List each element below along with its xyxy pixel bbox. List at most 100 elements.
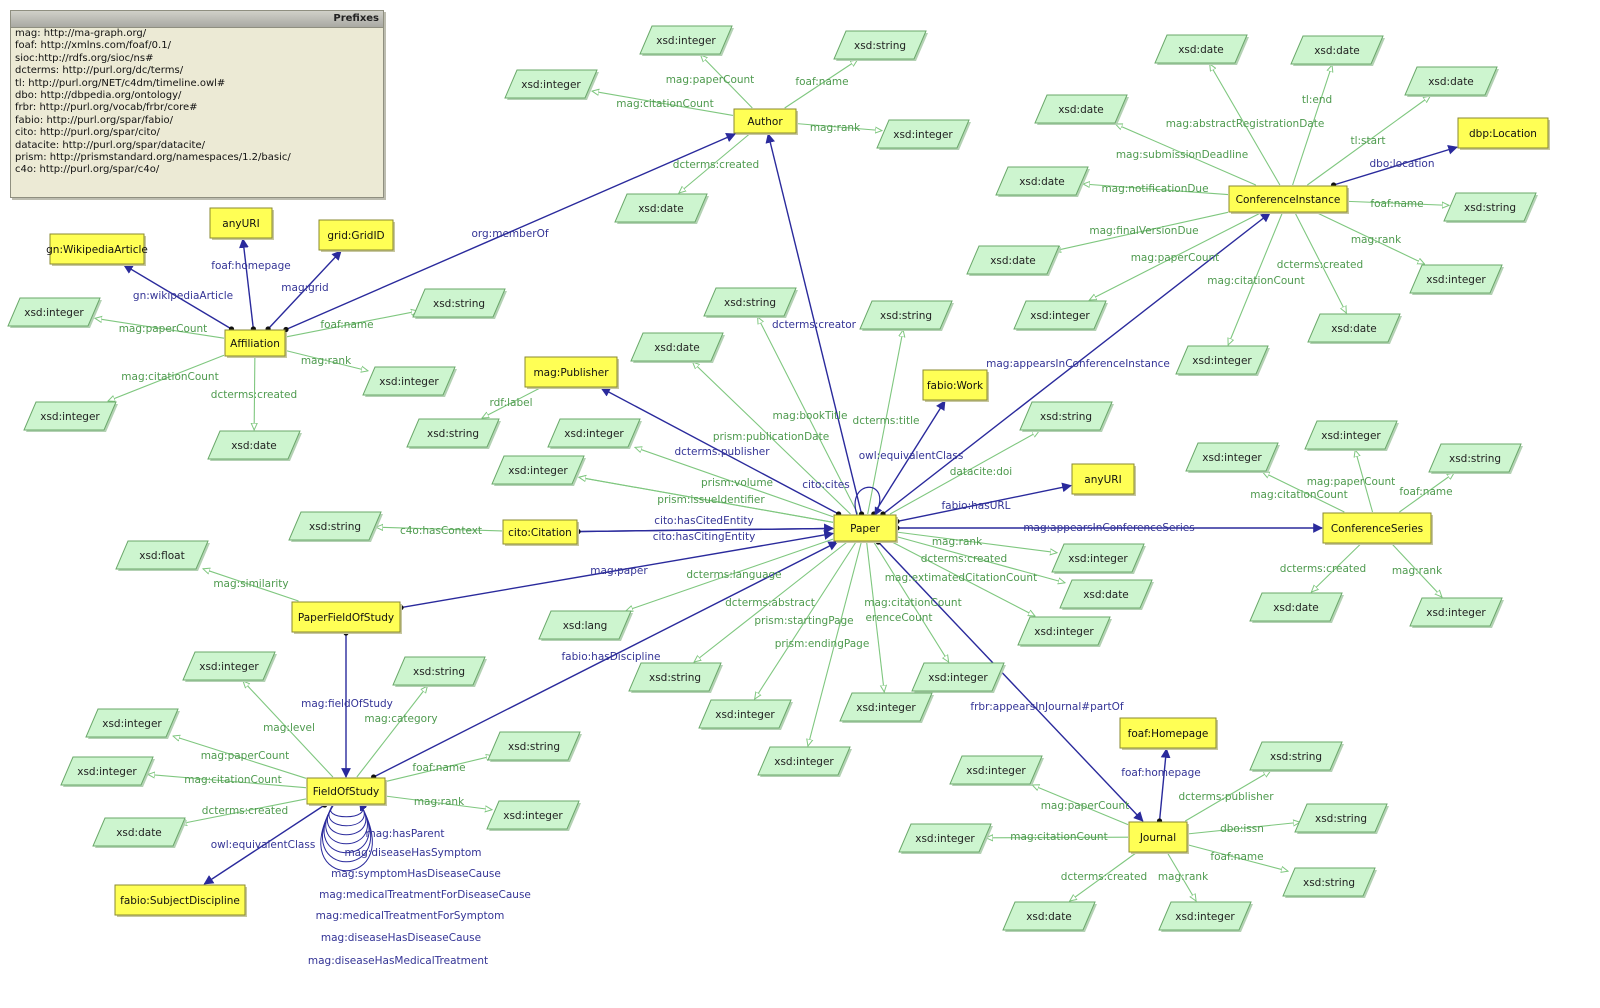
datatype-node-date-label: xsd:date [990,255,1036,267]
datatype-node-date[interactable]: xsd:date [207,430,302,461]
class-node-any-uri-affiliation[interactable]: anyURI [209,207,274,240]
datatype-node-integer[interactable]: xsd:integer [547,418,642,449]
datatype-node-date[interactable]: xsd:date [1307,313,1402,344]
datatype-node-integer[interactable]: xsd:integer [486,800,581,831]
class-node-author[interactable]: Author [733,108,798,135]
edge-label-fos-category: mag:category [364,713,437,725]
datatype-node-string[interactable]: xsd:string [703,287,798,318]
datatype-node-integer[interactable]: xsd:integer [1051,543,1146,574]
datatype-node-date[interactable]: xsd:date [614,193,709,224]
data-edge-author-paper-count [701,55,753,109]
datatype-node-string[interactable]: xsd:string [1294,803,1389,834]
edge-label-dcterms-publisher: dcterms:publisher [674,446,770,458]
datatype-node-integer[interactable]: xsd:integer [757,746,852,777]
class-node-foaf-homepage[interactable]: foaf:Homepage [1119,717,1218,750]
datatype-node-integer[interactable]: xsd:integer [85,708,180,739]
datatype-node-string[interactable]: xsd:string [392,656,487,687]
edge-label-fabio-has-discipline: fabio:hasDiscipline [561,651,660,663]
datatype-node-string[interactable]: xsd:string [1249,741,1344,772]
class-node-conference-instance[interactable]: ConferenceInstance [1228,185,1349,214]
datatype-node-date[interactable]: xsd:date [1002,901,1097,932]
class-node-conference-series[interactable]: ConferenceSeries [1322,512,1433,545]
datatype-node-date[interactable]: xsd:date [630,332,725,363]
edge-label-appears-in-conf-series: mag:appearsInConferenceSeries [1023,522,1194,534]
edge-label-ci-start: tl:start [1350,135,1385,147]
class-node-cito-citation[interactable]: cito:Citation [502,519,579,546]
datatype-node-integer[interactable]: xsd:integer [1158,901,1253,932]
datatype-node-string-shape [833,30,927,60]
class-node-affiliation[interactable]: Affiliation [224,329,287,358]
class-node-fabio-work[interactable]: fabio:Work [922,369,989,402]
datatype-node-integer[interactable]: xsd:integer [1409,597,1504,628]
class-node-gn-wikipedia[interactable]: gn:WikipediaArticle [46,233,148,266]
datatype-node-integer[interactable]: xsd:integer [839,692,934,723]
datatype-node-string[interactable]: xsd:string [1019,401,1114,432]
datatype-node-lang[interactable]: xsd:lang [538,610,633,641]
datatype-node-date[interactable]: xsd:date [1059,579,1154,610]
class-node-journal[interactable]: Journal [1128,821,1189,854]
data-edge-journal-rank [1167,852,1197,901]
datatype-node-date[interactable]: xsd:date [1034,94,1129,125]
datatype-node-string[interactable]: xsd:string [833,30,928,61]
class-node-paper[interactable]: Paper [833,514,898,543]
datatype-node-integer[interactable]: xsd:integer [1185,442,1280,473]
datatype-node-string[interactable]: xsd:string [1282,867,1377,898]
edge-label-paper-citation-count: mag:citationCount [864,597,961,609]
datatype-node-string[interactable]: xsd:string [1428,443,1523,474]
datatype-node-integer[interactable]: xsd:integer [491,455,586,486]
datatype-node-integer[interactable]: xsd:integer [1175,345,1270,376]
class-node-any-uri-paper[interactable]: anyURI [1071,463,1136,496]
datatype-node-integer[interactable]: xsd:integer [182,651,277,682]
datatype-node-date[interactable]: xsd:date [1404,66,1499,97]
class-node-paper-field-of-study[interactable]: PaperFieldOfStudy [291,601,402,634]
datatype-node-integer[interactable]: xsd:integer [362,366,457,397]
datatype-node-integer[interactable]: xsd:integer [1013,300,1108,331]
datatype-node-float[interactable]: xsd:float [115,540,210,571]
datatype-node-string[interactable]: xsd:string [859,300,954,331]
datatype-node-date-shape [1034,94,1128,124]
edge-label-journal-citation-count: mag:citationCount [1010,831,1107,843]
datatype-node-integer[interactable]: xsd:integer [639,25,734,56]
datatype-node-integer[interactable]: xsd:integer [1304,420,1399,451]
datatype-node-date[interactable]: xsd:date [1249,592,1344,623]
class-node-any-uri-paper-box [1071,463,1135,495]
datatype-node-date[interactable]: xsd:date [1290,35,1385,66]
prefix-line: c4o: http://purl.org/spar/c4o/ [15,164,160,176]
datatype-node-integer[interactable]: xsd:integer [60,756,155,787]
datatype-node-integer[interactable]: xsd:integer [504,69,599,100]
class-node-mag-publisher[interactable]: mag:Publisher [524,356,619,389]
datatype-node-string[interactable]: xsd:string [628,662,723,693]
class-node-dbp-location[interactable]: dbp:Location [1457,117,1550,150]
datatype-node-string[interactable]: xsd:string [412,288,507,319]
class-node-grid-id[interactable]: grid:GridID [318,219,395,252]
datatype-node-integer[interactable]: xsd:integer [911,662,1006,693]
datatype-node-string[interactable]: xsd:string [1443,192,1538,223]
datatype-node-integer[interactable]: xsd:integer [898,823,993,854]
class-node-field-of-study[interactable]: FieldOfStudy [306,777,387,806]
datatype-node-integer[interactable]: xsd:integer [698,699,793,730]
edge-label-fos-symptom-disease-cause: mag:symptomHasDiseaseCause [331,868,501,880]
datatype-node-integer[interactable]: xsd:integer [949,755,1044,786]
class-node-fabio-subject-discipline[interactable]: fabio:SubjectDiscipline [114,884,247,917]
datatype-node-integer[interactable]: xsd:integer [23,401,118,432]
class-node-field-of-study-label: FieldOfStudy [313,786,380,798]
datatype-node-integer[interactable]: xsd:integer [7,297,102,328]
datatype-node-date[interactable]: xsd:date [966,245,1061,276]
datatype-node-string[interactable]: xsd:string [406,418,501,449]
class-node-grid-id-label: grid:GridID [327,230,384,242]
data-edge-author-name [784,60,858,109]
datatype-node-string-label: xsd:string [1040,411,1092,423]
datatype-node-integer[interactable]: xsd:integer [876,119,971,150]
data-edge-pfos-similarity [203,569,299,602]
datatype-node-string[interactable]: xsd:string [487,731,582,762]
datatype-node-date[interactable]: xsd:date [92,817,187,848]
datatype-node-date[interactable]: xsd:date [995,166,1090,197]
datatype-node-string-shape [1019,401,1113,431]
datatype-node-integer[interactable]: xsd:integer [1017,616,1112,647]
object-edge-appears-in-journal [877,541,1144,822]
datatype-node-integer[interactable]: xsd:integer [1409,264,1504,295]
data-edge-fos-citation-count [148,774,307,789]
datatype-node-string[interactable]: xsd:string [288,511,383,542]
datatype-node-date[interactable]: xsd:date [1154,34,1249,65]
prefix-line: frbr: http://purl.org/vocab/frbr/core# [15,102,198,114]
